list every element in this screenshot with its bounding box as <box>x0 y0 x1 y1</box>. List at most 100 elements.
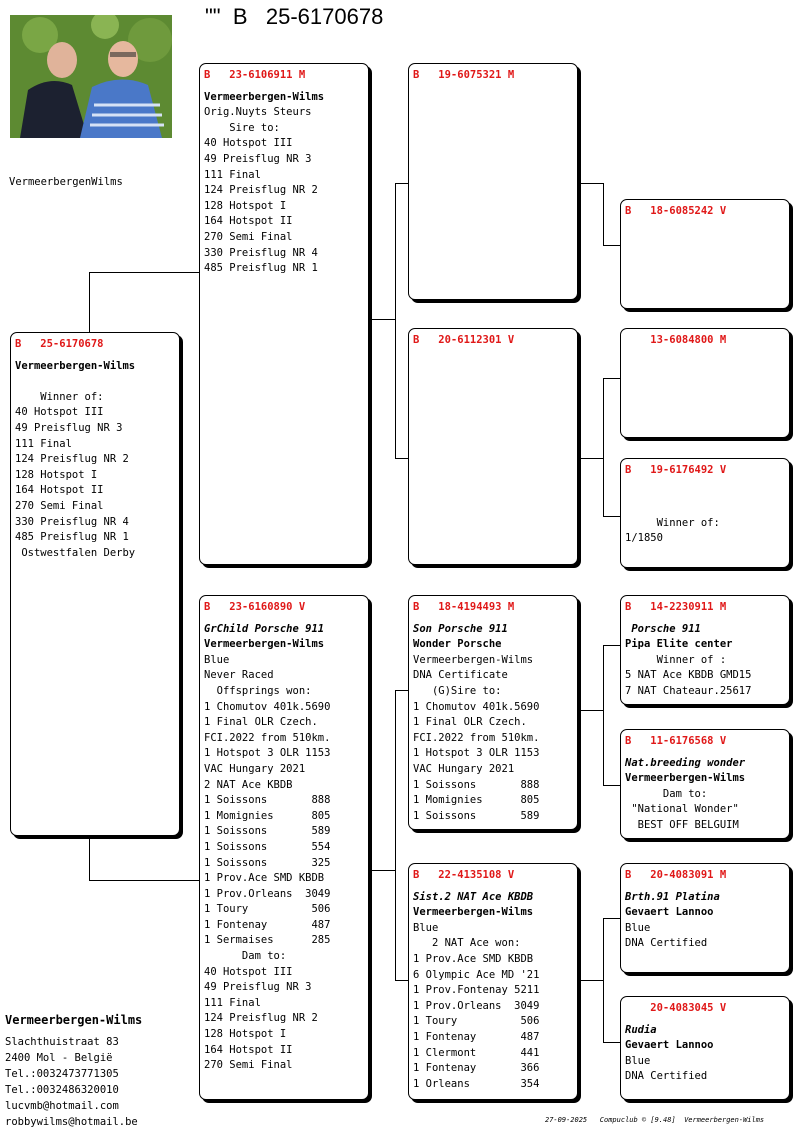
ring-number: B 19-6075321 M <box>413 68 574 84</box>
breeder-name: Wonder Porsche <box>413 637 574 653</box>
pedigree-line: FCI.2022 from 510km. <box>204 731 365 747</box>
connector-line <box>395 183 408 184</box>
pedigree-line: 1 Hotspot 3 OLR 1153 <box>413 746 574 762</box>
pedigree-line: 1 Prov.Ace SMD KBDB <box>204 871 365 887</box>
pedigree-line: DNA Certified <box>625 936 786 952</box>
contact-email: lucvmb@hotmail.com <box>5 1098 142 1114</box>
pedigree-line: 40 Hotspot III <box>204 965 365 981</box>
breeder-name: Vermeerbergen-Wilms <box>413 905 574 921</box>
pigeon-card-ss-dam: B 18-6085242 V <box>620 199 790 309</box>
pedigree-line: "National Wonder" <box>625 802 786 818</box>
pedigree-line: 270 Semi Final <box>204 1058 365 1074</box>
pedigree-line: 1 Hotspot 3 OLR 1153 <box>204 746 365 762</box>
breeder-name: Vermeerbergen-Wilms <box>15 359 176 375</box>
breeder-name: Pipa Elite center <box>625 637 786 653</box>
pedigree-line: Blue <box>204 653 365 669</box>
connector-line <box>603 645 604 785</box>
ring-number: B 25-6170678 <box>15 337 176 353</box>
pedigree-line: 1 Prov.Orleans 3049 <box>204 887 365 903</box>
pedigree-line: Blue <box>413 921 574 937</box>
pedigree-line: 1 Chomutov 401k.5690 <box>204 700 365 716</box>
pedigree-line: FCI.2022 from 510km. <box>413 731 574 747</box>
pedigree-line: 49 Preisflug NR 3 <box>204 980 365 996</box>
pedigree-line: 2 NAT Ace won: <box>413 936 574 952</box>
connector-line <box>578 980 603 981</box>
pedigree-line: 1 Prov.Fontenay 5211 <box>413 983 574 999</box>
ring-number: B 11-6176568 V <box>625 734 786 750</box>
pedigree-line: 164 Hotspot II <box>204 1043 365 1059</box>
pedigree-line: 1 Fontenay 487 <box>204 918 365 934</box>
contact-city: 2400 Mol - België <box>5 1050 142 1066</box>
pedigree-line: 124 Preisflug NR 2 <box>204 1011 365 1027</box>
pedigree-line: 1 Toury 506 <box>413 1014 574 1030</box>
pedigree-line: 1 Soissons 325 <box>204 856 365 872</box>
breeder-name: Vermeerbergen-Wilms <box>625 771 786 787</box>
pedigree-line: 2 NAT Ace KBDB <box>204 778 365 794</box>
connector-line <box>603 645 620 646</box>
pedigree-line: Vermeerbergen-Wilms <box>413 653 574 669</box>
pedigree-line: Blue <box>625 1054 786 1070</box>
contact-block: Vermeerbergen-Wilms Slachthuistraat 83 2… <box>5 1012 142 1130</box>
pigeon-alias: Nat.breeding wonder <box>625 756 786 772</box>
ring-number: B 18-4194493 M <box>413 600 574 616</box>
connector-line <box>395 690 408 691</box>
connector-line <box>89 836 90 880</box>
connector-line <box>578 458 603 459</box>
connector-line <box>603 378 620 379</box>
pigeon-alias: Rudia <box>625 1023 786 1039</box>
pedigree-line: 111 Final <box>204 168 365 184</box>
connector-line <box>578 710 603 711</box>
connector-line <box>603 785 620 786</box>
pedigree-line: 128 Hotspot I <box>204 1027 365 1043</box>
pedigree-line: 1 Prov.Orleans 3049 <box>413 999 574 1015</box>
owners-image <box>10 15 172 138</box>
pedigree-line: 1 Fontenay 366 <box>413 1061 574 1077</box>
contact-phone: Tel.:0032473771305 <box>5 1066 142 1082</box>
pedigree-line: 270 Semi Final <box>204 230 365 246</box>
connector-line <box>603 1042 620 1043</box>
pedigree-line: 485 Preisflug NR 1 <box>204 261 365 277</box>
breeder-name: Gevaert Lannoo <box>625 1038 786 1054</box>
ring-number: B 23-6160890 V <box>204 600 365 616</box>
connector-line <box>395 690 396 980</box>
ring-number: B 20-6112301 V <box>413 333 574 349</box>
pedigree-line: 6 Olympic Ace MD '21 <box>413 968 574 984</box>
ring-number: 20-4083045 V <box>625 1001 786 1017</box>
pedigree-line: DNA Certified <box>625 1069 786 1085</box>
connector-line <box>89 272 90 332</box>
pedigree-line: Never Raced <box>204 668 365 684</box>
pedigree-line: 164 Hotspot II <box>204 214 365 230</box>
ring-number: B 22-4135108 V <box>413 868 574 884</box>
breeder-name: Vermeerbergen-Wilms <box>204 90 365 106</box>
pedigree-line: Offsprings won: <box>204 684 365 700</box>
pedigree-line: 270 Semi Final <box>15 499 176 515</box>
connector-line <box>369 870 395 871</box>
pedigree-line: 485 Preisflug NR 1 <box>15 530 176 546</box>
ring-number: 13-6084800 M <box>625 333 786 349</box>
pedigree-line: 111 Final <box>204 996 365 1012</box>
connector-line <box>395 183 396 458</box>
connector-line <box>603 245 620 246</box>
pedigree-line <box>625 485 786 501</box>
pedigree-line: 330 Preisflug NR 4 <box>204 246 365 262</box>
pedigree-line: 164 Hotspot II <box>15 483 176 499</box>
pedigree-line: VAC Hungary 2021 <box>413 762 574 778</box>
pedigree-line: 1 Prov.Ace SMD KBDB <box>413 952 574 968</box>
owner-photo <box>10 15 172 138</box>
pedigree-line <box>625 500 786 516</box>
connector-line <box>395 980 408 981</box>
connector-line <box>89 880 199 881</box>
connector-line <box>603 378 604 516</box>
pedigree-line: Blue <box>625 921 786 937</box>
owner-tag: VermeerbergenWilms <box>9 176 123 188</box>
page-title: "" B 25-6170678 <box>205 4 383 30</box>
pedigree-line: Dam to: <box>204 949 365 965</box>
ring-number: B 14-2230911 M <box>625 600 786 616</box>
ring-number: B 19-6176492 V <box>625 463 786 479</box>
contact-email: robbywilms@hotmail.be <box>5 1114 142 1130</box>
